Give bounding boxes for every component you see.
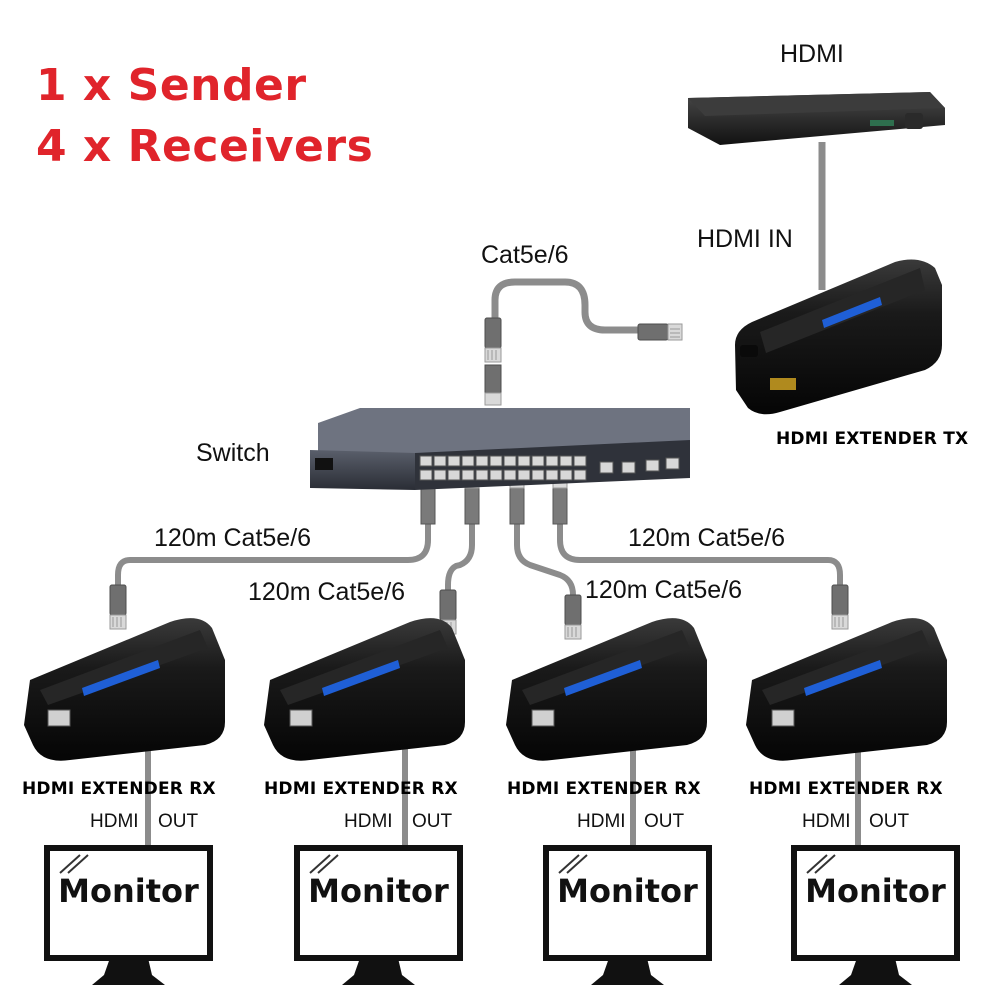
- receiver-1-out-right: OUT: [158, 811, 199, 832]
- hdmi-extender-icon: [264, 618, 465, 761]
- receiver-3-caption: HDMI EXTENDER RX: [507, 779, 701, 799]
- network-switch-icon: [310, 408, 690, 490]
- downlink-cable-1: [115, 505, 431, 595]
- hdmi-extender-icon: [506, 618, 707, 761]
- rj45-connector-icon: [564, 594, 582, 640]
- receiver-2-caption: HDMI EXTENDER RX: [264, 779, 458, 799]
- downlink-cable-4: [557, 505, 843, 595]
- hdmi-extender-icon: [735, 259, 942, 415]
- receiver-1-cable-label: 120m Cat5e/6: [154, 524, 312, 552]
- receiver-4-out-right: OUT: [869, 811, 910, 832]
- receiver-2-out-left: HDMI: [344, 811, 393, 832]
- receiver-1-caption: HDMI EXTENDER RX: [22, 779, 216, 799]
- receiver-4-out-left: HDMI: [802, 811, 851, 832]
- downlink-cable-2: [445, 505, 475, 600]
- downlink-cable-3: [514, 505, 576, 605]
- rj45-connector-icon: [484, 317, 502, 363]
- monitor-icon: [294, 845, 463, 985]
- source-label: HDMI: [780, 40, 844, 68]
- receiver-4-caption: HDMI EXTENDER RX: [749, 779, 943, 799]
- rj45-connector-icon: [109, 584, 127, 630]
- receiver-3-out-left: HDMI: [577, 811, 626, 832]
- monitor-2-label: Monitor: [308, 872, 449, 910]
- monitor-icon: [791, 845, 960, 985]
- monitor-3-label: Monitor: [557, 872, 698, 910]
- monitor-1: Monitor: [47, 848, 210, 958]
- monitor-icon: [543, 845, 712, 985]
- receiver-2-out-right: OUT: [412, 811, 453, 832]
- rj45-connector-icon: [484, 364, 502, 406]
- hdmi-extender-icon: [746, 618, 947, 761]
- receiver-3-cable-label: 120m Cat5e/6: [585, 576, 743, 604]
- monitor-3: Monitor: [546, 848, 709, 958]
- switch-label: Switch: [196, 439, 270, 467]
- receiver-1-out-left: HDMI: [90, 811, 139, 832]
- monitor-icon: [44, 845, 213, 985]
- hdmi-in-label: HDMI IN: [697, 225, 793, 253]
- headline-sender-count: 1 x Sender: [36, 60, 307, 111]
- receiver-2-cable-label: 120m Cat5e/6: [248, 578, 406, 606]
- monitor-4: Monitor: [794, 848, 957, 958]
- receiver-3-out-right: OUT: [644, 811, 685, 832]
- sender-caption: HDMI EXTENDER TX: [776, 429, 969, 449]
- rj45-connector-icon: [637, 323, 683, 341]
- monitor-1-label: Monitor: [58, 872, 199, 910]
- headline-receiver-count: 4 x Receivers: [36, 121, 374, 172]
- monitor-4-label: Monitor: [805, 872, 946, 910]
- monitor-2: Monitor: [297, 848, 460, 958]
- hdmi-extender-icon: [24, 618, 225, 761]
- rj45-connector-icon: [552, 477, 568, 525]
- receiver-4-cable-label: 120m Cat5e/6: [628, 524, 786, 552]
- uplink-cable-label: Cat5e/6: [481, 241, 569, 269]
- rj45-connector-icon: [831, 584, 849, 630]
- blu-ray-player-icon: [688, 92, 945, 145]
- uplink-cable: [491, 278, 640, 334]
